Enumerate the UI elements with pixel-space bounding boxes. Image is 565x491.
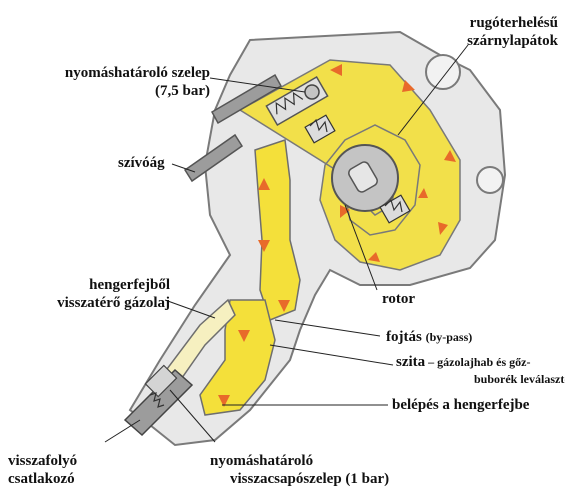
label-spring-vanes: rugóterhelésű szárnylapátok	[408, 14, 558, 50]
label-return-connector: visszafolyó csatlakozó	[8, 452, 77, 488]
rotor	[332, 145, 398, 211]
label-rotor: rotor	[382, 290, 415, 308]
mounting-boss-top	[426, 55, 460, 89]
label-check-valve: nyomáshatároló visszacsapószelep (1 bar)	[210, 452, 389, 488]
label-suction: szívóág	[118, 154, 165, 172]
mounting-boss-right	[477, 167, 503, 193]
label-inlet: belépés a hengerfejbe	[392, 396, 529, 414]
label-bypass: fojtás (by-pass)	[386, 328, 472, 346]
label-pressure-relief-valve: nyomáshatároló szelep (7,5 bar)	[5, 64, 210, 100]
label-filter: szita – gázolajhab és gőz- buborék levál…	[396, 354, 565, 388]
label-return-from-head: hengerfejből visszatérő gázolaj	[30, 276, 170, 312]
